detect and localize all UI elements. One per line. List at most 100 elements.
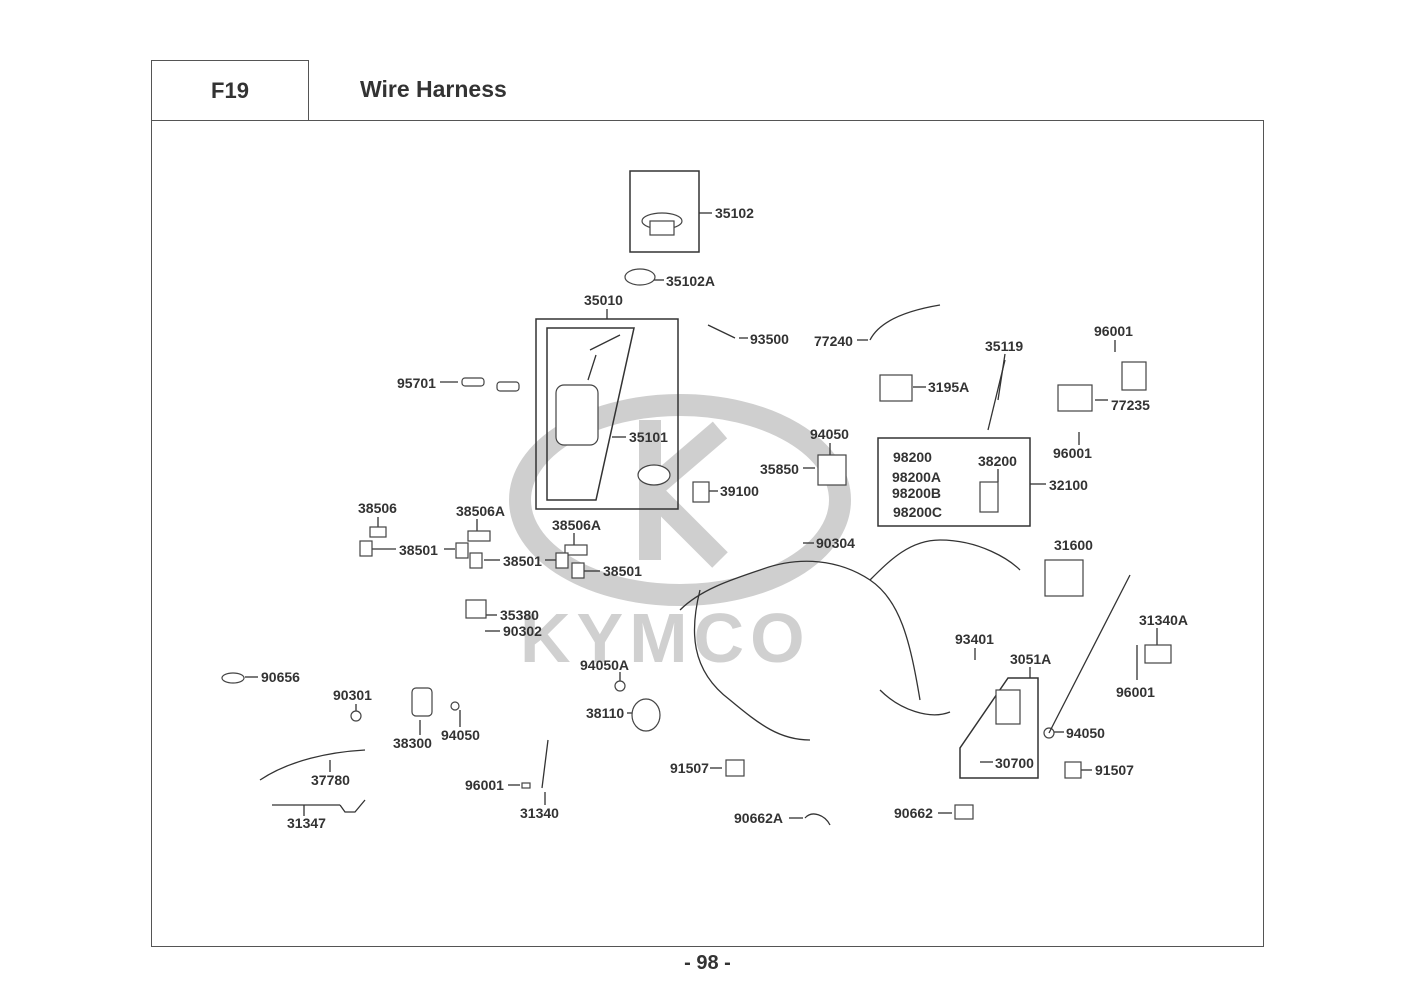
fuse-icon [469, 552, 483, 569]
bolt-icon [521, 782, 531, 789]
part-label[interactable]: 90301 [333, 687, 372, 703]
bracket-icon [1121, 361, 1147, 391]
part-label[interactable]: 90662 [894, 805, 933, 821]
section-code: F19 [151, 60, 309, 120]
diagram-frame [151, 120, 1264, 947]
part-label[interactable]: 90662A [734, 810, 783, 826]
part-drawings [221, 212, 1172, 826]
harness-branch [693, 589, 811, 741]
horn-icon [631, 698, 661, 732]
part-label[interactable]: 93401 [955, 631, 994, 647]
page-number: - 98 - [684, 952, 731, 974]
relay-icon [879, 374, 913, 402]
nut-icon [350, 710, 362, 722]
harness-trunk [679, 560, 921, 701]
part-label[interactable]: 94050 [810, 426, 849, 442]
part-label[interactable]: 31347 [287, 815, 326, 831]
part-label[interactable]: 98200B [892, 485, 941, 501]
bolt-icon [461, 377, 485, 387]
part-label[interactable]: 94050 [441, 727, 480, 743]
fuse-icon [571, 562, 585, 579]
part-label[interactable]: 98200 [893, 449, 932, 465]
part-label[interactable]: 98200C [893, 504, 942, 520]
watermark-ring [509, 394, 851, 606]
harness-branch [869, 539, 1021, 581]
key-icon [587, 334, 621, 381]
clip-icon [1064, 761, 1082, 779]
clamp-icon [221, 672, 245, 684]
fuse-icon [359, 540, 373, 557]
part-label[interactable]: 35010 [584, 292, 623, 308]
part-label[interactable]: 35101 [629, 429, 668, 445]
watermark-text: KYMCO [520, 599, 811, 677]
regulator-icon [1044, 559, 1084, 597]
part-label[interactable]: 90656 [261, 669, 300, 685]
flasher-icon [692, 481, 710, 503]
clamp-icon [954, 804, 974, 820]
bracket-icon [1057, 384, 1093, 412]
spring-icon [339, 799, 366, 813]
part-label[interactable]: 91507 [670, 760, 709, 776]
part-label[interactable]: 91507 [1095, 762, 1134, 778]
part-label[interactable]: 38506 [358, 500, 397, 516]
rod-icon [987, 359, 1006, 431]
part-label[interactable]: 38300 [393, 735, 432, 751]
part-label[interactable]: 94050A [580, 657, 629, 673]
sensor-icon [1144, 644, 1172, 664]
part-label[interactable]: 35119 [985, 338, 1023, 354]
part-label[interactable]: 39100 [720, 483, 759, 499]
part-label[interactable]: 77240 [814, 333, 853, 349]
sensor-icon [817, 454, 847, 486]
part-label[interactable]: 94050 [1066, 725, 1105, 741]
part-label[interactable]: 30700 [995, 755, 1034, 771]
part-label[interactable]: 35102A [666, 273, 715, 289]
part-label[interactable]: 35380 [500, 607, 539, 623]
cdi-icon [979, 481, 999, 513]
part-label[interactable]: 95701 [397, 375, 436, 391]
part-label[interactable]: 96001 [1053, 445, 1092, 461]
part-label[interactable]: 31340 [520, 805, 559, 821]
part-label[interactable]: 37780 [311, 772, 350, 788]
part-label[interactable]: 38501 [603, 563, 642, 579]
part-label[interactable]: 38501 [503, 553, 542, 569]
part-label[interactable]: 38501 [399, 542, 438, 558]
part-label[interactable]: 3195A [928, 379, 969, 395]
part-label[interactable]: 93500 [750, 331, 789, 347]
nut-icon [450, 701, 460, 711]
part-label[interactable]: 3051A [1010, 651, 1051, 667]
wire-icon [1048, 574, 1131, 734]
part-label[interactable]: 96001 [465, 777, 504, 793]
ignition-coil-icon [995, 689, 1021, 725]
part-labels: 35102 35102A 35010 35101 95701 93500 772… [261, 205, 1188, 831]
capacitor-icon [411, 687, 433, 717]
part-label[interactable]: 31600 [1054, 537, 1093, 553]
box-35102 [629, 170, 700, 253]
part-label[interactable]: 38506A [552, 517, 601, 533]
leader-lines [245, 212, 1158, 819]
fuse-icon [555, 552, 569, 569]
part-label[interactable]: 38110 [586, 705, 624, 721]
part-label[interactable]: 98200A [892, 469, 941, 485]
page-title: Wire Harness [360, 76, 507, 102]
box-3051A [959, 677, 1039, 779]
part-label[interactable]: 35850 [760, 461, 799, 477]
part-label[interactable]: 38506A [456, 503, 505, 519]
part-label[interactable]: 90304 [816, 535, 855, 551]
part-label[interactable]: 96001 [1094, 323, 1133, 339]
nut-icon [614, 680, 626, 692]
seat-lock-icon [637, 464, 671, 486]
bolt-icon [496, 381, 520, 392]
part-label[interactable]: 31340A [1139, 612, 1188, 628]
switch-base-icon [649, 220, 675, 236]
part-label[interactable]: 96001 [1116, 684, 1155, 700]
part-label[interactable]: 77235 [1111, 397, 1150, 413]
part-label[interactable]: 38200 [978, 453, 1017, 469]
cable-icon [869, 304, 941, 341]
cable-icon [707, 324, 736, 339]
box-35101 [546, 327, 635, 501]
part-label[interactable]: 35102 [715, 205, 754, 221]
part-label[interactable]: 90302 [503, 623, 542, 639]
part-label[interactable]: 32100 [1049, 477, 1088, 493]
fuse-icon [455, 542, 469, 559]
